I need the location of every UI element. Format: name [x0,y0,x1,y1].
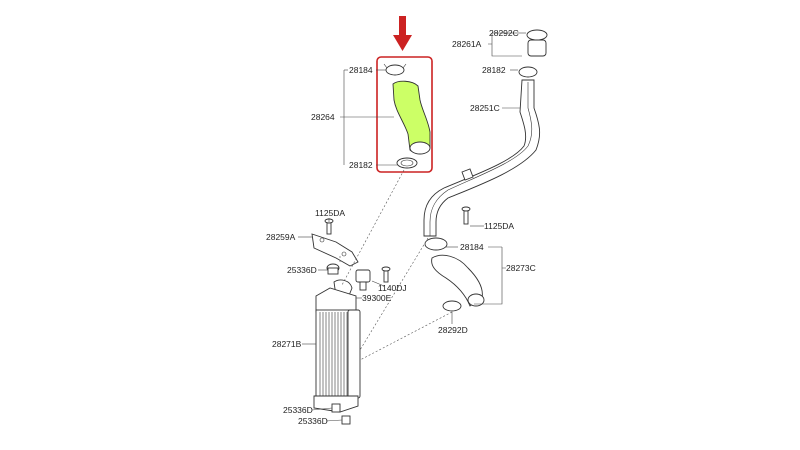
part-labels: 28292C 28261A 28182 28251C 28184 28264 2… [266,28,536,426]
label-28251C[interactable]: 28251C [470,103,500,113]
label-25336D-bot1[interactable]: 25336D [283,405,313,415]
highlight-box[interactable] [376,56,433,173]
label-28273C[interactable]: 28273C [506,263,536,273]
bracket-28259A[interactable] [311,218,359,275]
label-25336D-bot2[interactable]: 25336D [298,416,328,426]
pipe-28251C[interactable] [423,29,548,237]
label-1125DA-right[interactable]: 1125DA [484,221,514,231]
sensor-39300E[interactable] [355,266,391,291]
assembly-lines [339,169,453,361]
label-28184-top[interactable]: 28184 [349,65,373,75]
label-39300E[interactable]: 39300E [362,293,392,303]
leader-lines [298,32,526,422]
label-28259A[interactable]: 28259A [266,232,296,242]
intercooler-28271B[interactable] [313,279,361,425]
label-1140DJ[interactable]: 1140DJ [378,283,407,293]
label-1125DA-left[interactable]: 1125DA [315,208,345,218]
label-28292C[interactable]: 28292C [489,28,519,38]
label-28182-mid[interactable]: 28182 [349,160,373,170]
label-28264[interactable]: 28264 [311,112,335,122]
label-28261A[interactable]: 28261A [452,39,482,49]
label-28271B[interactable]: 28271B [272,339,302,349]
hose-28264[interactable] [383,63,431,169]
hose-28273C[interactable] [424,237,485,312]
label-28292D[interactable]: 28292D [438,325,468,335]
label-28184-mid[interactable]: 28184 [460,242,484,252]
label-28182-top[interactable]: 28182 [482,65,506,75]
highlight-arrow-icon [393,16,412,51]
label-25336D-top[interactable]: 25336D [287,265,317,275]
